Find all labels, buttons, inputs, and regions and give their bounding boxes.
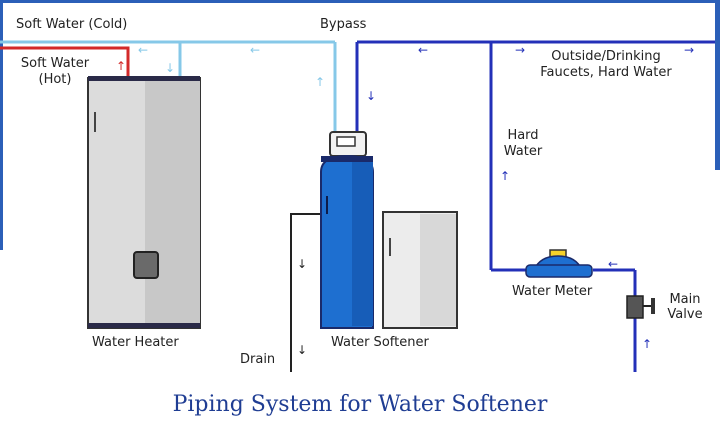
label-water-meter: Water Meter: [512, 284, 593, 299]
label-water-softener: Water Softener: [331, 335, 429, 350]
water-meter-device: [525, 249, 593, 278]
frame-top-edge: [0, 0, 720, 3]
hard-water-pipe: [355, 40, 715, 372]
diagram-title: Piping System for Water Softener: [172, 392, 548, 417]
arrow-left-icon: ←: [608, 257, 619, 271]
main-valve-device: [626, 295, 655, 319]
label-soft-water-hot-line1: Soft Water: [20, 56, 90, 71]
arrow-down-icon: ↓: [297, 343, 308, 357]
arrow-down-icon: ↓: [366, 89, 377, 103]
arrow-up-icon: ↑: [116, 59, 127, 73]
arrow-right-icon: →: [515, 43, 526, 57]
arrow-down-icon: ↓: [297, 257, 308, 271]
arrow-up-icon: ↑: [315, 75, 326, 89]
arrow-left-icon: ←: [250, 43, 261, 57]
label-hard-line2: Water: [503, 144, 543, 159]
label-water-heater: Water Heater: [92, 335, 179, 350]
water-softener-tank: [320, 131, 374, 329]
arrow-left-icon: ←: [138, 43, 149, 57]
label-soft-water-hot: Soft Water (Hot): [10, 56, 100, 88]
label-drain: Drain: [240, 352, 276, 367]
water-heater-tank: [87, 76, 201, 329]
label-bypass: Bypass: [320, 17, 367, 32]
brine-tank: [382, 211, 458, 329]
label-main-line1: Main: [669, 292, 701, 307]
drain-pipe: [290, 213, 320, 372]
frame-left-edge: [0, 0, 3, 250]
arrow-left-icon: ←: [418, 43, 429, 57]
arrow-right-icon: →: [684, 43, 695, 57]
frame-right-edge: [715, 0, 720, 170]
label-main-line2: Valve: [667, 307, 703, 322]
arrow-down-icon: ↓: [165, 61, 176, 75]
hot-pipe: [0, 46, 130, 80]
label-soft-water-cold: Soft Water (Cold): [16, 17, 128, 32]
label-outside-line2: Faucets, Hard Water: [540, 65, 672, 80]
label-hard-line1: Hard: [507, 128, 539, 143]
label-outside-drinking: Outside/Drinking Faucets, Hard Water: [524, 49, 688, 81]
arrow-up-icon: ↑: [642, 337, 653, 351]
label-outside-line1: Outside/Drinking: [551, 49, 661, 64]
label-hard-water: Hard Water: [495, 128, 551, 160]
arrow-up-icon: ↑: [500, 169, 511, 183]
label-main-valve: Main Valve: [660, 292, 710, 322]
label-soft-water-hot-line2: (Hot): [38, 72, 72, 87]
soft-cold-pipe: [0, 40, 337, 135]
